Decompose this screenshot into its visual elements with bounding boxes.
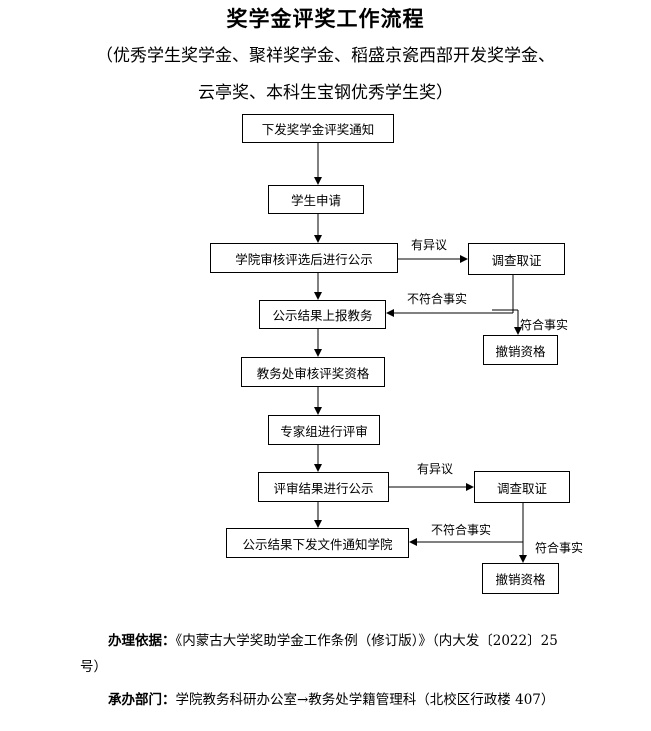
node-result-publicity: 评审结果进行公示 — [258, 472, 389, 502]
label-objection-1: 有异议 — [411, 238, 448, 252]
node-investigate-2: 调查取证 — [474, 471, 570, 503]
node-expert-review: 专家组进行评审 — [268, 415, 380, 445]
label-not-fact-2: 不符合事实 — [431, 523, 492, 537]
subtitle-line-1: （优秀学生奖学金、聚祥奖学金、稻盛京瓷西部开发奖学金、 — [96, 46, 555, 66]
node-academic-review: 教务处审核评奖资格 — [241, 357, 385, 387]
node-report: 公示结果上报教务 — [259, 300, 386, 329]
basis-text: 《内蒙古大学奖助学金工作条例（修订版）》（内大发〔2022〕25 — [175, 633, 558, 649]
footer-basis-cont: 号） — [80, 659, 107, 675]
node-final-notice: 公示结果下发文件通知学院 — [226, 528, 409, 558]
node-college-review: 学院审核评选后进行公示 — [210, 243, 398, 273]
node-apply: 学生申请 — [268, 185, 364, 214]
basis-label: 办理依据： — [108, 633, 176, 649]
node-revoke-2: 撤销资格 — [482, 563, 559, 594]
label-fact-2: 符合事实 — [535, 541, 584, 555]
label-fact-1: 符合事实 — [520, 318, 569, 332]
subtitle-line-2: 云亭奖、本科生宝钢优秀学生奖） — [198, 83, 453, 103]
footer-dept: 承办部门：学院教务科研办公室→教务处学籍管理科（北校区行政楼 407） — [108, 688, 554, 708]
label-objection-2: 有异议 — [417, 462, 454, 476]
page-title: 奖学金评奖工作流程 — [226, 6, 425, 31]
dept-text: 学院教务科研办公室→教务处学籍管理科（北校区行政楼 407） — [175, 692, 555, 708]
node-investigate-1: 调查取证 — [468, 243, 565, 275]
node-notice: 下发奖学金评奖通知 — [242, 114, 394, 143]
footer-basis: 办理依据：《内蒙古大学奖助学金工作条例（修订版）》（内大发〔2022〕25 — [108, 629, 558, 649]
dept-label: 承办部门： — [108, 692, 176, 708]
label-not-fact-1: 不符合事实 — [407, 292, 468, 306]
node-revoke-1: 撤销资格 — [483, 335, 558, 365]
